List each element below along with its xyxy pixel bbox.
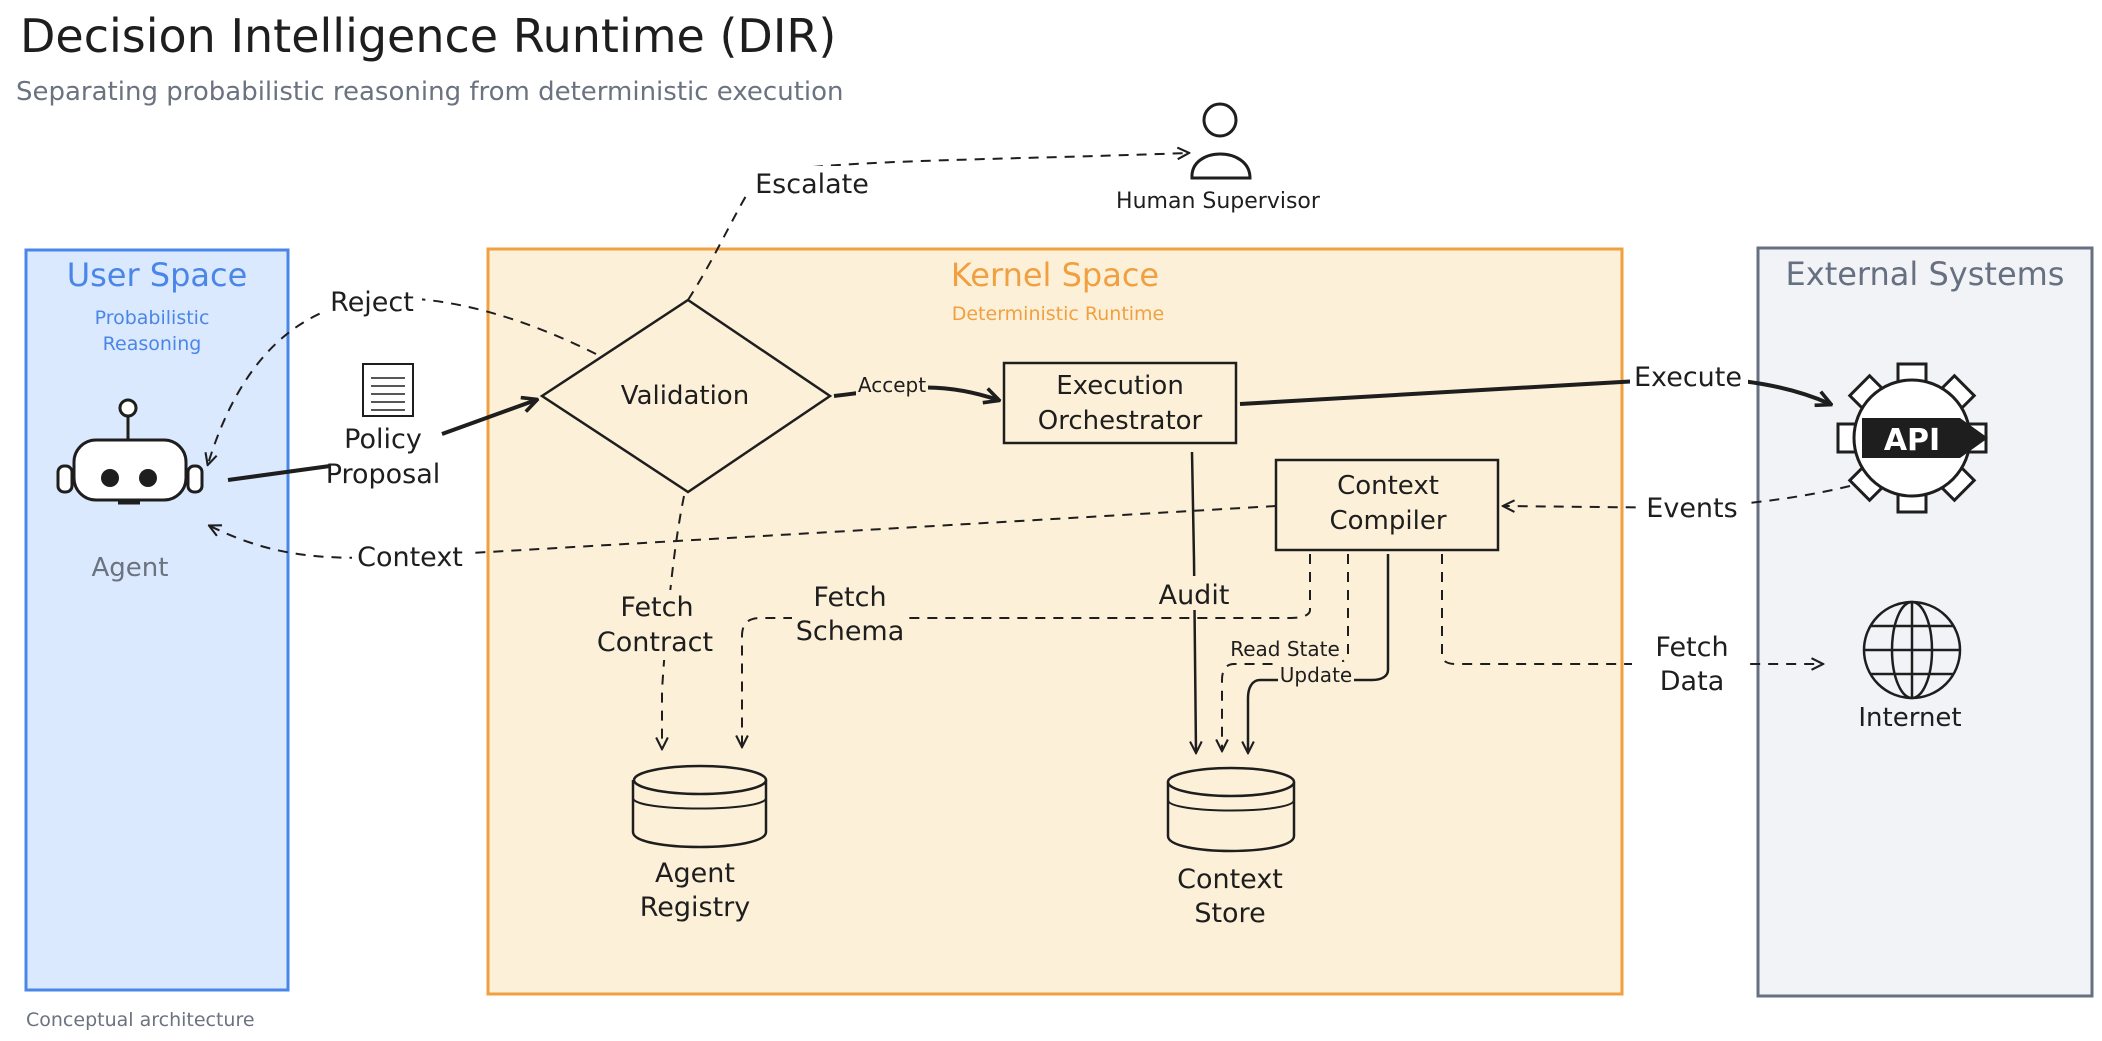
label-backdrop	[352, 540, 468, 576]
agent-registry-label: Agent	[655, 858, 735, 889]
api-label: API	[1884, 423, 1940, 458]
context-edge	[210, 505, 1277, 559]
execution-orchestrator-box	[1002, 361, 1238, 445]
label-backdrop	[1630, 360, 1748, 396]
page-title: Decision Intelligence Runtime (DIR)	[20, 9, 836, 63]
reject-label: Reject	[330, 287, 414, 318]
gear-icon	[1836, 362, 1988, 514]
context-store-label: Store	[1194, 898, 1265, 929]
fetch-contract-label: Fetch	[620, 592, 693, 623]
label-backdrop	[792, 580, 906, 648]
fetch-contract-label: Contract	[597, 627, 713, 658]
audit-label: Audit	[1159, 580, 1230, 611]
user-space-frame	[24, 248, 290, 992]
human-supervisor: Human Supervisor	[1116, 102, 1321, 214]
database-icon	[631, 764, 768, 849]
context-store-node: Context Store	[1166, 766, 1296, 929]
escalate-label: Escalate	[755, 169, 869, 200]
audit-edge	[1192, 451, 1196, 752]
label-backdrop	[322, 284, 422, 320]
validation-node: Validation	[539, 298, 833, 494]
agent-registry-label: Registry	[640, 892, 751, 923]
context-store-label: Context	[1177, 864, 1283, 895]
database-icon	[1166, 766, 1296, 853]
update-label: Update	[1280, 663, 1352, 687]
globe-icon	[1862, 600, 1962, 700]
label-backdrop	[1638, 490, 1744, 526]
internet-label: Internet	[1858, 703, 1961, 733]
escalate-edge	[687, 153, 1188, 301]
label-backdrop	[1154, 576, 1234, 610]
context-label: Context	[357, 542, 463, 573]
internet-node: Internet	[1858, 600, 1962, 733]
external-systems-frame	[1756, 246, 2094, 998]
execution-orchestrator-node: Execution Orchestrator	[1002, 361, 1238, 445]
user-space-title: User Space	[67, 256, 248, 294]
kernel-space-subtitle: Deterministic Runtime	[952, 303, 1165, 325]
fetch-data-label: Fetch	[1655, 632, 1728, 663]
document-icon	[362, 363, 414, 417]
label-backdrop	[856, 372, 928, 398]
external-systems-title: External Systems	[1786, 255, 2065, 293]
user-space-subtitle: Reasoning	[103, 333, 202, 355]
footer-caption: Conceptual architecture	[26, 1009, 255, 1031]
context-compiler-label: Context	[1337, 471, 1439, 501]
agent-node: Agent	[56, 398, 204, 583]
fetch-schema-label: Fetch	[813, 582, 886, 613]
context-compiler-node: Context Compiler	[1274, 458, 1500, 552]
execution-orchestrator-label: Execution	[1056, 371, 1184, 401]
robot-icon	[56, 398, 204, 505]
user-space-subtitle: Probabilistic	[95, 307, 210, 329]
policy-proposal-node: Policy Proposal	[326, 363, 441, 490]
human-supervisor-label: Human Supervisor	[1116, 189, 1321, 214]
fetch-schema-edge	[742, 554, 1311, 746]
label-backdrop	[748, 166, 876, 200]
fetch-data-label: Data	[1660, 666, 1724, 697]
fetch-schema-label: Schema	[796, 616, 905, 647]
context-compiler-label: Compiler	[1329, 506, 1446, 536]
person-icon	[1190, 102, 1252, 180]
agent-registry-node: Agent Registry	[631, 764, 768, 923]
accept-label: Accept	[858, 373, 926, 397]
label-backdrop	[1632, 626, 1750, 696]
events-label: Events	[1646, 493, 1737, 524]
proposal-edge	[227, 464, 331, 482]
validation-label: Validation	[621, 381, 749, 411]
policy-proposal-label: Proposal	[326, 459, 441, 490]
read-state-label: Read State	[1230, 637, 1340, 661]
fetch-contract-edge	[662, 495, 685, 748]
api-node: API	[1836, 362, 1988, 514]
context-compiler-box	[1274, 458, 1500, 552]
label-backdrop	[1278, 662, 1354, 688]
fetch-data-edge	[1441, 554, 1822, 664]
label-backdrop	[1228, 634, 1342, 662]
policy-proposal-label: Policy	[344, 424, 422, 455]
page-subtitle: Separating probabilistic reasoning from …	[16, 77, 844, 107]
kernel-space-title: Kernel Space	[951, 256, 1159, 294]
execute-label: Execute	[1634, 362, 1742, 393]
validation-diamond	[539, 298, 833, 494]
user-space-zone: User Space Probabilistic Reasoning	[24, 248, 290, 992]
external-systems-zone: External Systems	[1756, 246, 2094, 998]
execution-orchestrator-label: Orchestrator	[1038, 406, 1203, 436]
submit-edge	[441, 400, 536, 436]
label-backdrop	[604, 590, 722, 660]
agent-label: Agent	[92, 553, 169, 583]
